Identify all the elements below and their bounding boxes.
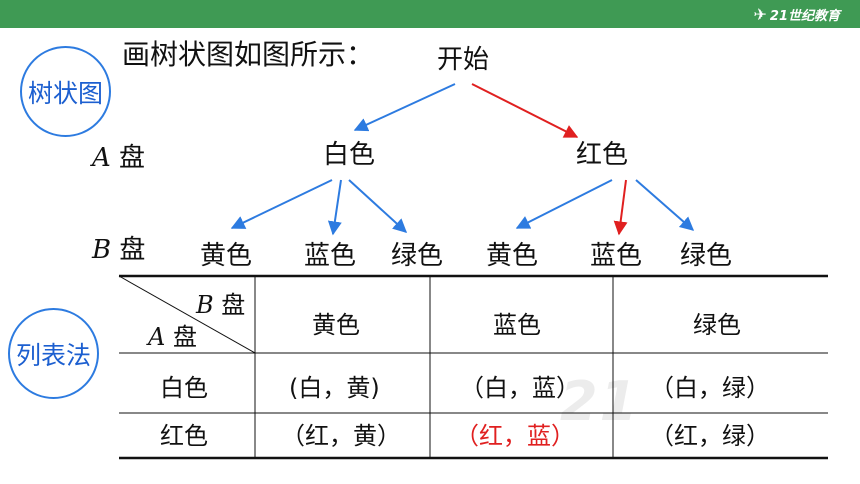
level1-letter: A <box>92 143 111 173</box>
arrow-red-yellow <box>515 179 613 229</box>
arrow-root-red <box>471 83 579 138</box>
level1-label: A 盘 <box>92 143 145 173</box>
arrow-root-white <box>353 83 456 132</box>
arrow-white-green <box>348 179 408 233</box>
tree-root: 开始 <box>437 45 490 75</box>
logo-text: 21世纪教育 <box>769 8 840 24</box>
page-title: 画树状图如图所示： <box>122 38 375 71</box>
tree-leaf: 黄色 <box>486 241 539 271</box>
tree-leaf: 蓝色 <box>304 241 357 271</box>
tree-leaf: 黄色 <box>200 241 253 271</box>
table-cell: （红，绿） <box>650 422 770 450</box>
runner-icon: ✈ <box>753 4 767 24</box>
tree-leaf: 绿色 <box>680 241 733 271</box>
logo: ✈ 21世纪教育 <box>754 4 841 24</box>
header-bar: ✈ 21世纪教育 <box>0 0 860 28</box>
table-cell: （白，绿） <box>650 374 770 402</box>
table-cell: （红，黄） <box>281 422 401 450</box>
tree-leaf: 绿色 <box>391 241 444 271</box>
tree-node-red: 红色 <box>576 140 629 170</box>
table-badge-label: 列表法 <box>15 340 91 370</box>
level2-letter: B <box>92 235 112 265</box>
tree-badge-label: 树状图 <box>27 78 103 108</box>
row-label: 红色 <box>160 422 208 450</box>
column-header: 蓝色 <box>493 311 541 339</box>
tree-node-white: 白色 <box>323 140 376 170</box>
arrow-red-green <box>635 179 695 231</box>
corner-b-suffix: 盘 <box>221 291 246 319</box>
row-label: 白色 <box>160 374 208 402</box>
arrow-white-yellow <box>230 179 333 229</box>
corner-a-letter: A <box>148 323 166 351</box>
corner-a-label: A 盘 <box>148 322 197 352</box>
level2-suffix: 盘 <box>119 235 146 265</box>
table-method-badge: 列表法 <box>8 308 99 399</box>
tree-leaf: 蓝色 <box>590 241 643 271</box>
arrow-red-blue <box>613 179 628 236</box>
corner-b-letter: B <box>196 291 214 319</box>
tree-diagram-badge: 树状图 <box>20 46 111 137</box>
corner-a-suffix: 盘 <box>172 323 197 351</box>
table-cell: （白，蓝） <box>460 374 580 402</box>
level2-label: B 盘 <box>92 235 145 265</box>
watermark: 21 <box>560 370 640 433</box>
corner-b-label: B 盘 <box>196 290 245 320</box>
table-corner-diagonal <box>118 275 256 354</box>
column-header: 黄色 <box>312 311 360 339</box>
arrow-white-blue <box>327 179 342 236</box>
level1-suffix: 盘 <box>119 143 146 173</box>
column-header: 绿色 <box>693 311 741 339</box>
table-cell-highlight: （红，蓝） <box>455 422 575 450</box>
table-cell: (白，黄) <box>289 374 380 402</box>
